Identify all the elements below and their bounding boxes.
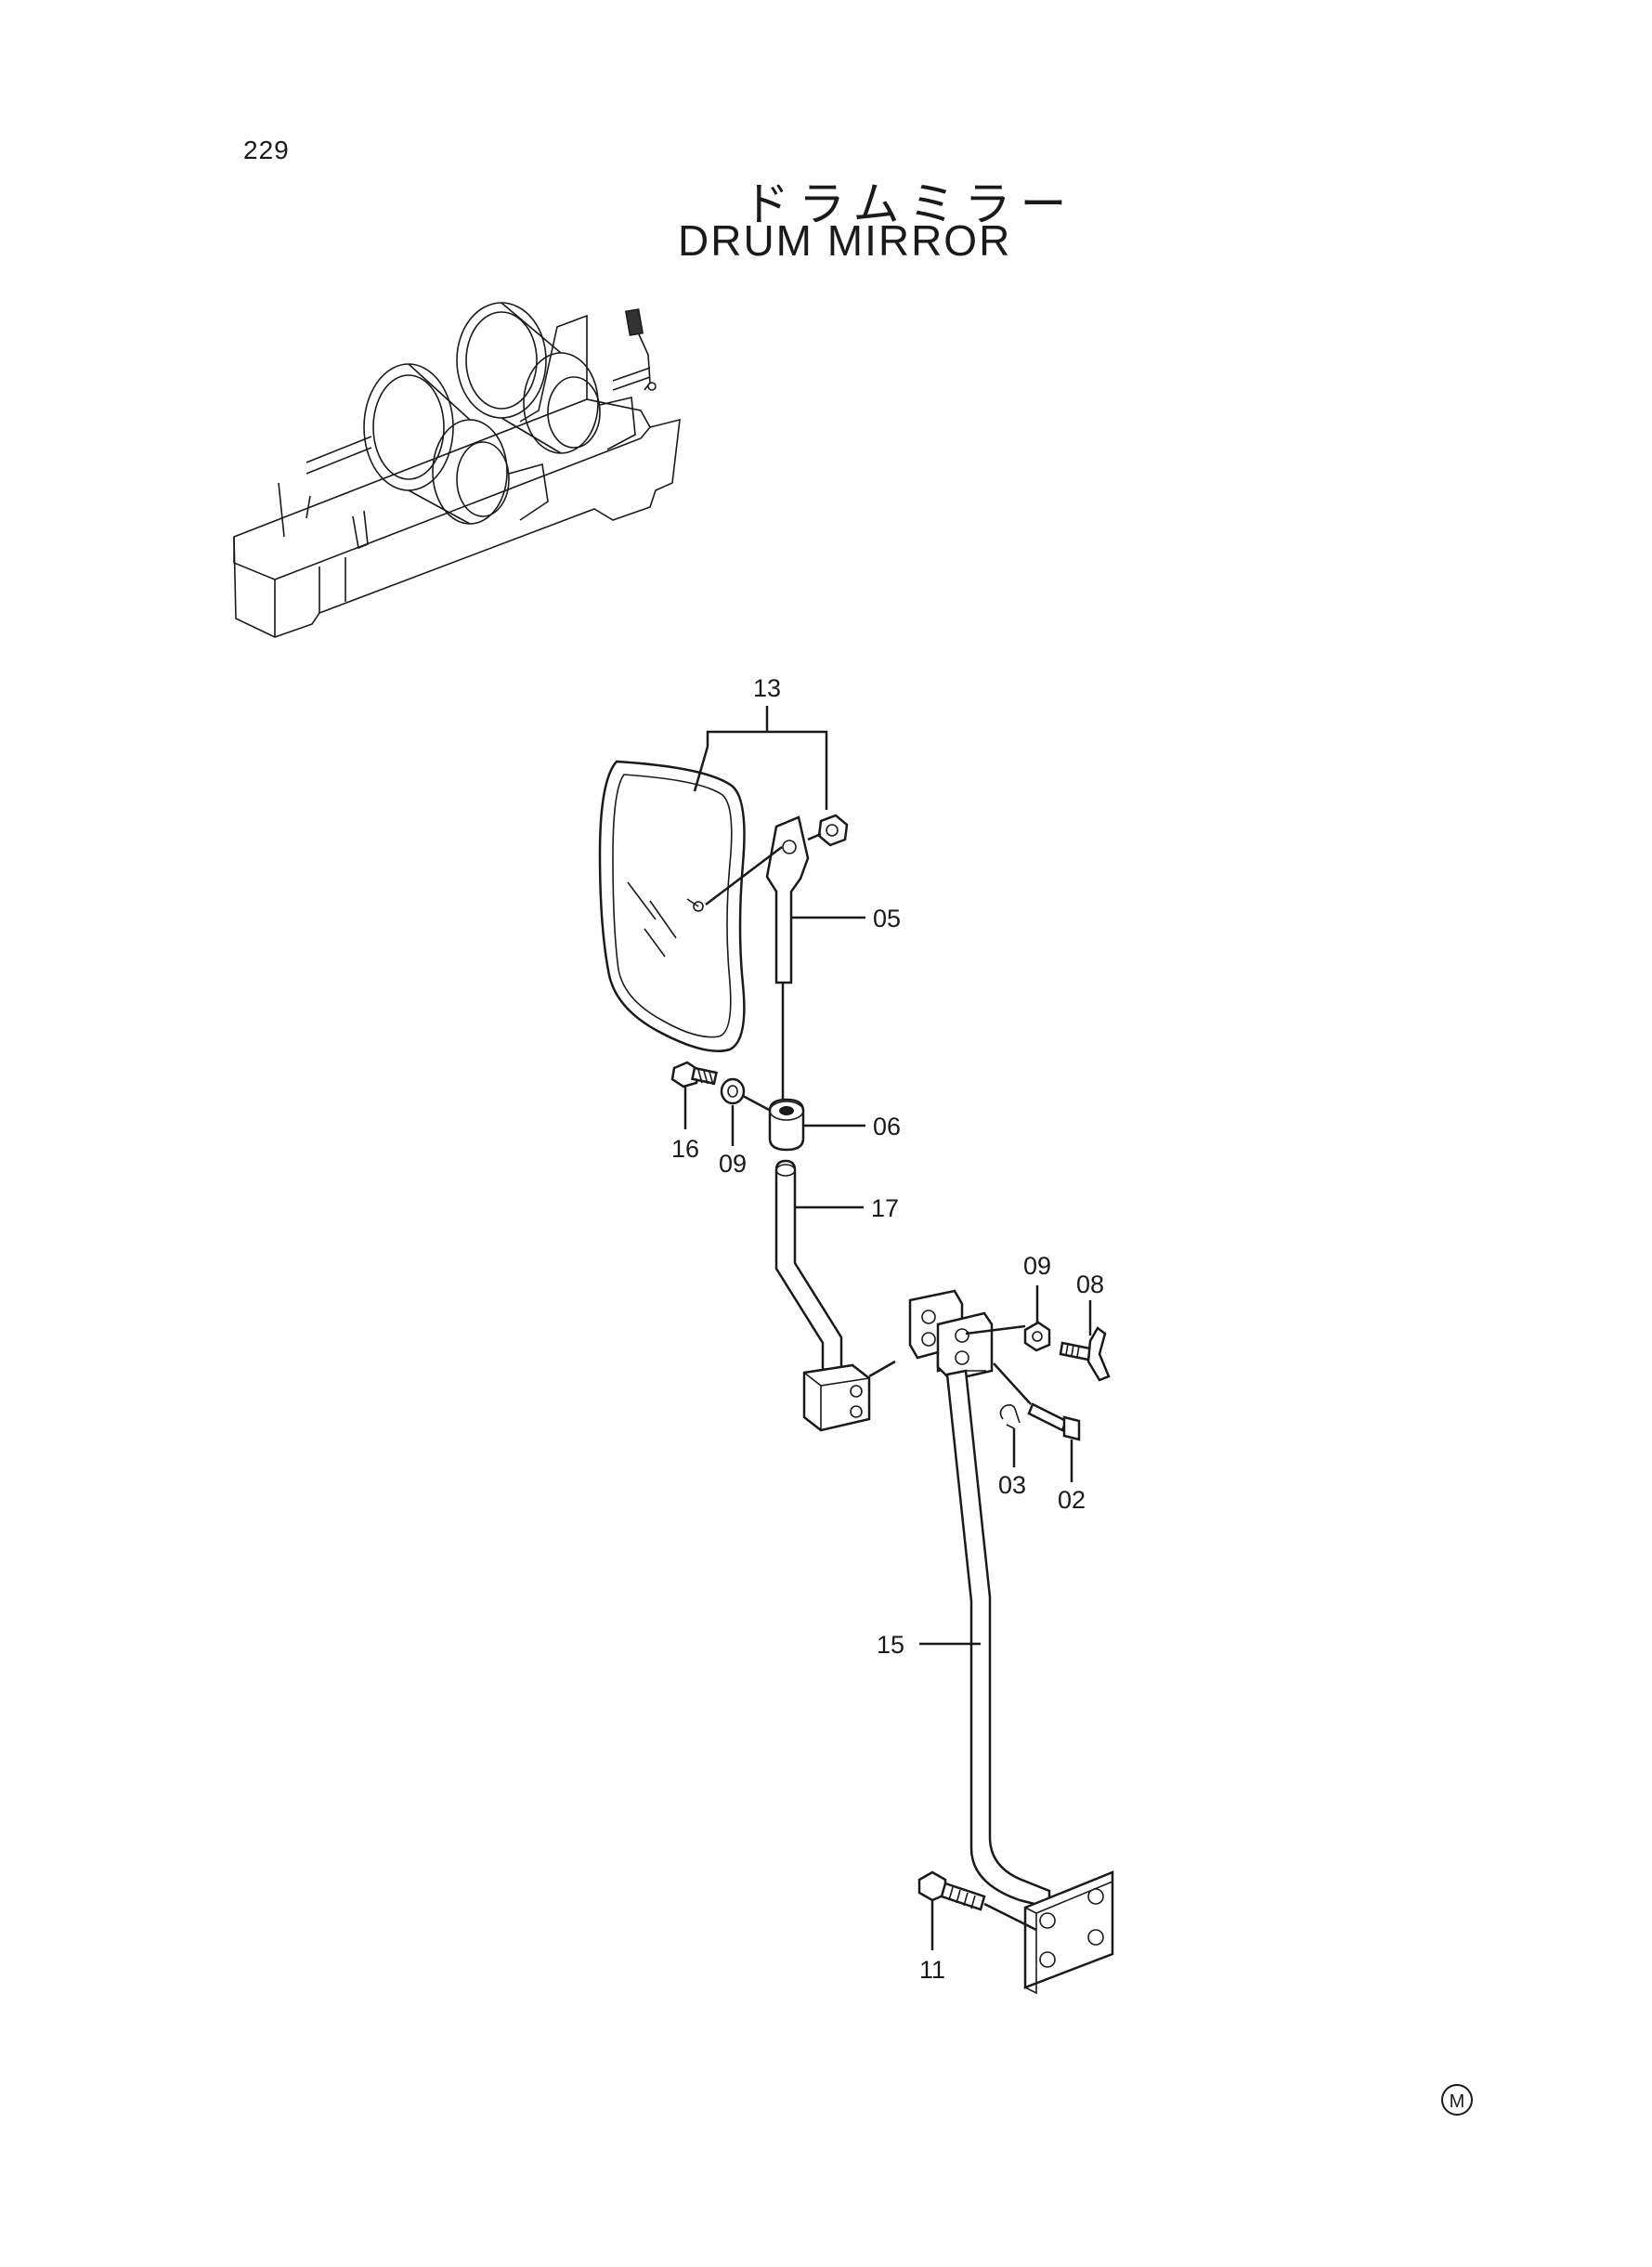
nut-09-lower bbox=[1023, 1285, 1051, 1352]
callout-13: 13 bbox=[753, 674, 781, 702]
mirror-pole bbox=[945, 1369, 1051, 1909]
snap-pin bbox=[999, 1404, 1021, 1467]
washer-09-upper bbox=[720, 1077, 772, 1146]
page-number: 229 bbox=[243, 136, 290, 164]
pin bbox=[993, 1362, 1081, 1482]
maker-mark: M bbox=[1441, 2084, 1473, 2116]
callout-09-upper: 09 bbox=[719, 1150, 747, 1178]
bolt-11 bbox=[917, 1870, 1037, 1950]
mirror-stay bbox=[705, 815, 810, 1105]
callout-09-lower: 09 bbox=[1023, 1252, 1051, 1280]
bolt-16 bbox=[670, 1061, 718, 1129]
rod-clamp-block bbox=[802, 1360, 896, 1432]
nut-top bbox=[807, 814, 849, 847]
collar bbox=[768, 1098, 805, 1152]
callout-02: 02 bbox=[1058, 1486, 1086, 1514]
callout-15: 15 bbox=[877, 1631, 904, 1659]
mirror bbox=[598, 760, 746, 1053]
locator-drum-assembly bbox=[233, 302, 681, 638]
page-title-japanese: ドラムミラー bbox=[743, 177, 1076, 231]
callout-16: 16 bbox=[671, 1135, 699, 1163]
callout-08: 08 bbox=[1076, 1270, 1104, 1298]
callout-11: 11 bbox=[919, 1956, 945, 1984]
wing-bolt bbox=[1059, 1300, 1111, 1382]
base-plate bbox=[1023, 1870, 1114, 1995]
mirror-rod bbox=[774, 1159, 843, 1373]
page-title: DRUM MIRROR bbox=[678, 216, 1012, 265]
callout-06: 06 bbox=[873, 1113, 901, 1140]
callout-03: 03 bbox=[998, 1471, 1026, 1499]
callout-05: 05 bbox=[873, 905, 901, 932]
mirror-bracket bbox=[908, 1289, 1026, 1382]
callout-17: 17 bbox=[871, 1194, 899, 1222]
